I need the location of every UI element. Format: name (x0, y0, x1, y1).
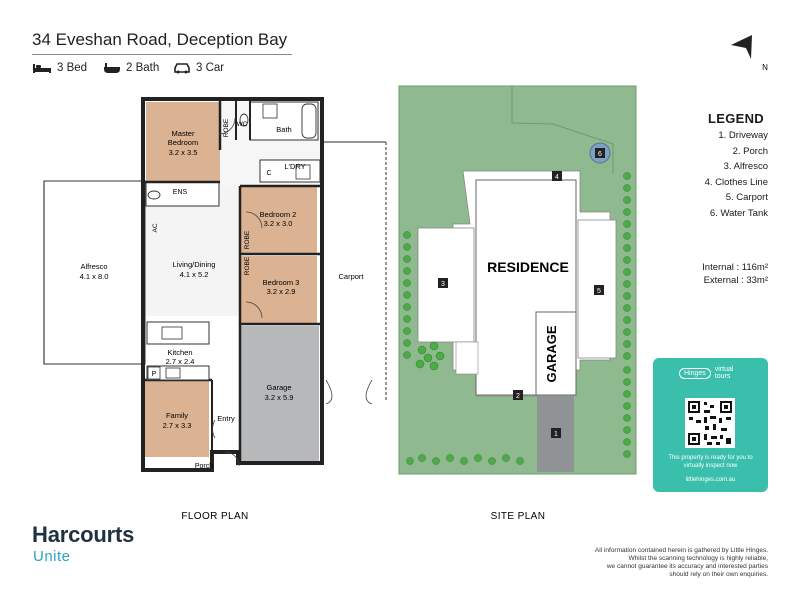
robe-label-master: ROBE (223, 118, 230, 137)
bedroom-3 (240, 256, 317, 323)
garage-room (241, 326, 319, 462)
bath-icon (104, 63, 120, 73)
laundry-label: L'DRY (284, 162, 305, 171)
master-bedroom (146, 102, 220, 182)
master-bedroom-dims: 3.2 x 3.5 (169, 148, 198, 157)
legend-item: 2. Porch (732, 145, 768, 157)
garage-name: Garage (266, 383, 291, 392)
legend-item: 1. Driveway (718, 130, 768, 141)
house-outer-walls (141, 97, 324, 472)
bedroom-2 (240, 186, 317, 253)
bedroom-2-dims: 3.2 x 3.0 (264, 219, 293, 228)
alfresco-dims: 4.1 x 8.0 (80, 272, 109, 281)
kitchen-name: Kitchen (167, 348, 192, 357)
qr-code-icon[interactable] (685, 398, 735, 448)
marker-6: 6 (598, 151, 602, 158)
master-bedroom-name: Master (172, 129, 195, 138)
marker-5: 5 (597, 288, 601, 295)
alfresco-name: Alfresco (80, 262, 107, 271)
ensuite-toilet-icon (147, 190, 161, 200)
bed-icon (33, 64, 51, 73)
hedge-plants (403, 172, 631, 465)
feature-baths-label: 2 Bath (126, 62, 160, 74)
marker-4: 4 (555, 174, 559, 181)
bathtub-icon (301, 103, 317, 139)
residence-label: RESIDENCE (487, 259, 569, 275)
pantry-label: P (152, 371, 157, 378)
family-dims: 2.7 x 3.3 (163, 421, 192, 430)
compass-label: N (762, 63, 768, 72)
legend-item: 4. Clothes Line (704, 176, 768, 188)
marker-1: 1 (554, 431, 558, 438)
agency-office: Unite (33, 548, 71, 565)
car-icon (174, 63, 190, 74)
property-address: 34 Eveshan Road, Deception Bay (32, 30, 288, 49)
bedroom-3-name: Bedroom 3 (263, 278, 300, 287)
robe-label-bed3: ROBE (244, 256, 251, 275)
feature-cars-label: 3 Car (196, 62, 225, 74)
family-name: Family (166, 411, 188, 420)
site-plan-caption: SITE PLAN (491, 511, 546, 522)
disclaimer-line: All information contained herein is gath… (594, 547, 768, 554)
promo-brand-tours: tours (714, 373, 731, 380)
agency-logo: Harcourts (32, 522, 135, 547)
feature-cars: 3 Car (173, 62, 224, 74)
laundry-tub-icon (295, 164, 311, 180)
promo-url[interactable]: littlehinges.com.au (685, 477, 736, 483)
promo-message: This property is ready for you to virtua… (668, 455, 753, 469)
robe-label-bed2: ROBE (244, 230, 251, 249)
toilet-icon (239, 113, 249, 127)
ensuite-label: ENS (173, 189, 188, 196)
kitchen-dims: 2.7 x 2.4 (166, 357, 195, 366)
promo-brand-virtual: virtual (714, 366, 734, 373)
floor-plan-caption: FLOOR PLAN (181, 511, 248, 522)
header-divider (32, 54, 292, 55)
garage-footprint (535, 311, 577, 396)
family-room (145, 381, 209, 457)
legend-item: 6. Water Tank (709, 207, 768, 219)
porch-label: Porch (195, 463, 213, 470)
cupboard-label: C (266, 170, 271, 177)
site-garage-label: GARAGE (544, 325, 559, 382)
shower-icon (262, 103, 278, 119)
disclaimer-line: should rely on their own enquiries. (669, 571, 768, 578)
bedroom-3-dims: 3.2 x 2.9 (267, 287, 296, 296)
entry-label: Entry (217, 414, 235, 423)
cooktop-icon (165, 367, 181, 379)
wc-label: WC (237, 121, 248, 128)
garage-dims: 3.2 x 5.9 (265, 393, 294, 402)
disclaimer: All information contained herein is gath… (528, 547, 768, 579)
kitchen-bench (146, 321, 210, 345)
promo-brand: Hinges (679, 367, 711, 379)
marker-2: 2 (516, 393, 520, 400)
ac-label: AC (152, 223, 159, 232)
legend-title: LEGEND (708, 111, 764, 126)
sink-icon (161, 326, 183, 340)
marker-3: 3 (441, 281, 445, 288)
legend-item: 5. Carport (725, 192, 768, 204)
external-area: External : 33m² (703, 275, 768, 286)
feature-beds: 3 Bed (32, 62, 87, 74)
living-dining-name: Living/Dining (173, 260, 216, 269)
disclaimer-line: Whilst the scanning technology is highly… (628, 555, 768, 562)
bedroom-2-name: Bedroom 2 (260, 210, 297, 219)
internal-area: Internal : 116m² (702, 262, 768, 273)
legend-list: 1. Driveway 2. Porch 3. Alfresco 4. Clot… (705, 128, 768, 222)
master-bedroom-name2: Bedroom (168, 138, 198, 147)
feature-beds-label: 3 Bed (57, 62, 88, 74)
compass-icon (731, 35, 752, 59)
disclaimer-line: we cannot guarantee its accuracy and int… (606, 563, 768, 570)
bath-label: Bath (276, 125, 291, 134)
legend-item: 3. Alfresco (723, 161, 768, 173)
carport-label: Carport (338, 272, 364, 281)
feature-baths: 2 Bath (103, 62, 159, 74)
living-dining-dims: 4.1 x 5.2 (180, 270, 209, 279)
